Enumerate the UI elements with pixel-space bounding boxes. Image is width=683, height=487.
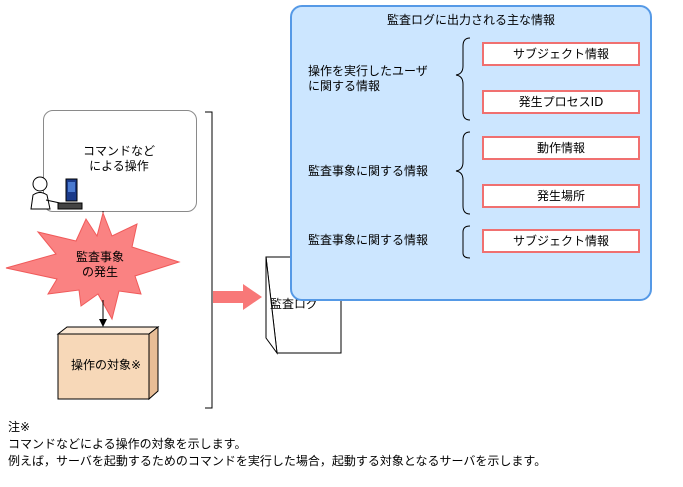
info-item-action: 動作情報	[482, 136, 640, 160]
operation-label-line2: による操作	[89, 159, 149, 173]
target-label: 操作の対象※	[70, 358, 142, 372]
event-label-line2: の発生	[81, 265, 118, 279]
brace-event-info-2	[462, 225, 471, 259]
info-panel-title: 監査ログに出力される主な情報	[386, 13, 555, 27]
big-bracket	[205, 111, 213, 409]
category-user-info: 操作を実行したユーザ に関する情報	[308, 64, 428, 94]
note-line1: コマンドなどによる操作の対象を示します。	[8, 437, 247, 451]
note-heading: 注※	[8, 420, 31, 434]
brace-user-info	[455, 37, 471, 121]
brace-event-info	[455, 131, 471, 215]
operation-label: コマンドなど による操作	[43, 144, 195, 174]
flow-arrow	[213, 284, 262, 310]
user-at-computer-icon	[30, 176, 83, 210]
info-item-process-id: 発生プロセスID	[482, 90, 640, 114]
category-user-info-line1: 操作を実行したユーザ	[308, 64, 428, 78]
info-item-subject: サブジェクト情報	[482, 42, 640, 66]
event-label: 監査事象 の発生	[40, 250, 160, 280]
note-line2: 例えば，サーバを起動するためのコマンドを実行した場合，起動する対象となるサーバを…	[8, 454, 547, 468]
target-cube	[56, 325, 160, 401]
event-burst-shape	[5, 211, 181, 321]
category-user-info-line2: に関する情報	[308, 79, 381, 93]
event-to-target-arrowhead	[99, 319, 107, 327]
category-event-info: 監査事象に関する情報	[308, 164, 429, 178]
info-item-subject-2: サブジェクト情報	[482, 229, 640, 253]
info-item-location: 発生場所	[482, 184, 640, 208]
category-event-info-2: 監査事象に関する情報	[308, 233, 429, 247]
event-label-line1: 監査事象	[75, 250, 124, 264]
operation-label-line1: コマンドなど	[82, 144, 155, 158]
